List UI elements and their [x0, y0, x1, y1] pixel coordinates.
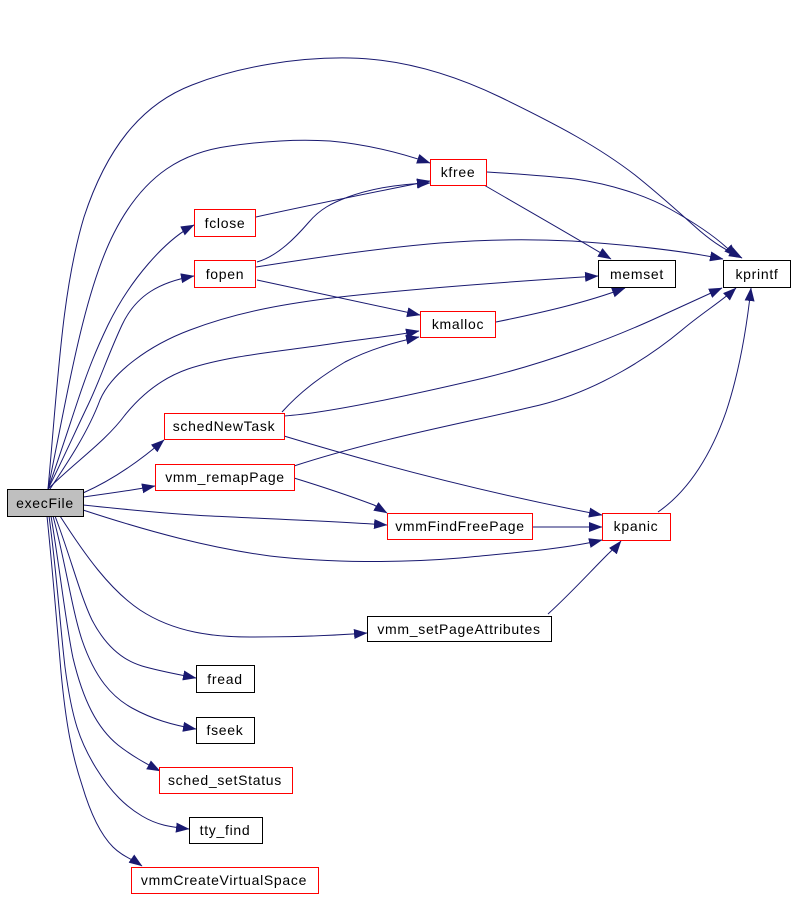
svg-text:kpanic: kpanic	[614, 518, 659, 534]
svg-text:vmmFindFreePage: vmmFindFreePage	[395, 518, 525, 534]
svg-text:kfree: kfree	[441, 164, 476, 180]
svg-text:kmalloc: kmalloc	[432, 316, 484, 332]
svg-text:execFile: execFile	[16, 495, 74, 511]
svg-text:fopen: fopen	[206, 266, 245, 282]
svg-text:fseek: fseek	[207, 722, 244, 738]
svg-text:vmmCreateVirtualSpace: vmmCreateVirtualSpace	[141, 872, 307, 888]
svg-text:memset: memset	[610, 266, 664, 282]
svg-text:sched_setStatus: sched_setStatus	[168, 772, 282, 788]
svg-text:fclose: fclose	[205, 215, 246, 231]
svg-text:schedNewTask: schedNewTask	[173, 418, 276, 434]
svg-text:fread: fread	[207, 671, 242, 687]
svg-text:vmm_remapPage: vmm_remapPage	[165, 469, 285, 485]
svg-text:vmm_setPageAttributes: vmm_setPageAttributes	[377, 621, 540, 637]
svg-text:kprintf: kprintf	[735, 266, 778, 282]
svg-text:tty_find: tty_find	[200, 822, 251, 838]
